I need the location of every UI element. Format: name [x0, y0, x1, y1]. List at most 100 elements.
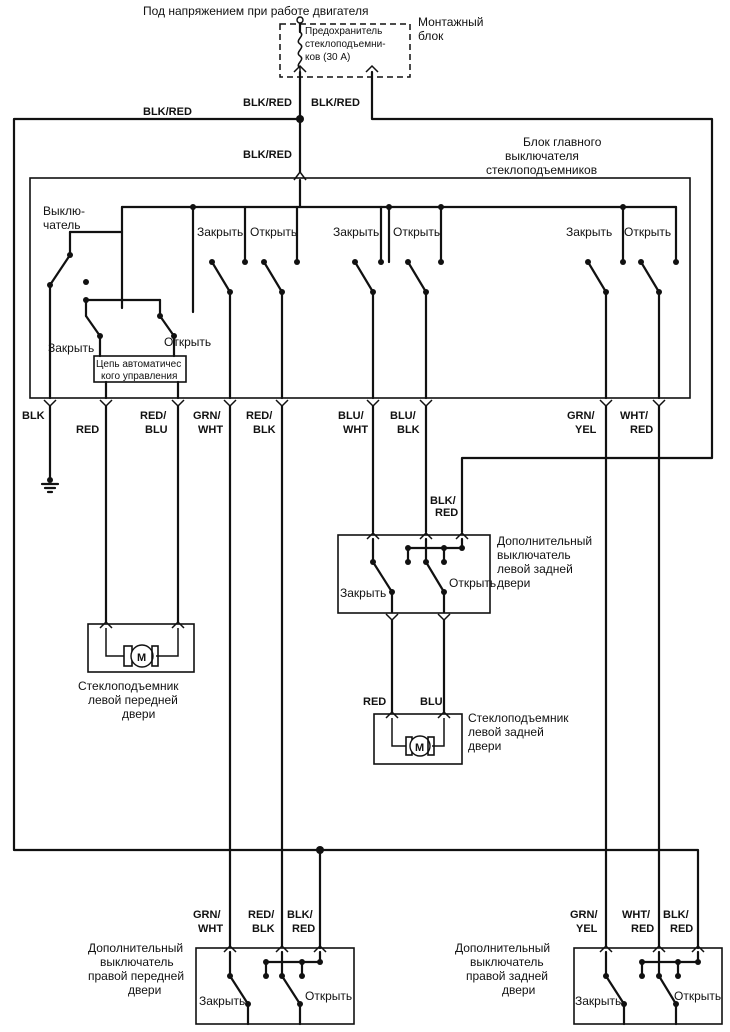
fuse-wire-left: BLK/RED [243, 97, 292, 109]
rl-open-switch-door-icon [423, 537, 447, 614]
fr-switch-input-connectors [223, 944, 327, 953]
rl-motor-label-line1: Стеклоподъемник [468, 711, 569, 725]
rr-close-switch-icon [585, 259, 609, 400]
rl-close-switch-door-icon [370, 537, 395, 614]
output-label-grnyel-1: GRN/ [567, 410, 595, 422]
fr-switch-internal-terminals [263, 959, 323, 979]
output-label-redblu-2: BLU [145, 424, 168, 436]
fuse-box-connector-right [365, 64, 379, 73]
fr-switch-title-line1: Дополнительный [88, 941, 183, 955]
rr-switch-title-line4: двери [502, 983, 535, 997]
main-switch-title-line1: Блок главного [523, 135, 602, 149]
rr-open-switch-door-icon [656, 950, 679, 1026]
fr-close-switch-door-icon [227, 950, 251, 1026]
rl-switch-input-connectors [366, 531, 469, 540]
fr-switch-title-line2: выключатель [100, 955, 174, 969]
rr-switch-input-connectors [599, 944, 705, 953]
rr-wire-label-3a: BLK/ [663, 909, 689, 921]
fuse-box-name-line1: Монтажный [418, 15, 483, 29]
main-switch-lock-label-line2: чатель [43, 218, 81, 232]
rr-wire-label-1a: GRN/ [570, 909, 598, 921]
lock-switch-icon [47, 230, 124, 400]
fr-switch-title-line3: правой передней [88, 969, 184, 983]
driver-close-label: Закрыть [48, 341, 94, 355]
auto-control-circuit-box [93, 355, 187, 383]
fuse-box-outline [279, 23, 411, 78]
rl-close-switch-icon [352, 259, 376, 400]
fr-wire-label-3b: RED [292, 923, 315, 935]
main-switch-title-line2: выключателя [505, 149, 579, 163]
main-switch-lock-label-line1: Выклю- [43, 204, 85, 218]
output-label-redblu-1: RED/ [140, 410, 166, 422]
output-label-bluwht-2: WHT [343, 424, 368, 436]
rr-switch-title-line2: выключатель [470, 955, 544, 969]
fr-switch-title-line4: двери [128, 983, 161, 997]
rr-switch-close-label: Закрыть [575, 994, 621, 1008]
output-label-redblk-1: RED/ [246, 410, 272, 422]
fr-switch-internal-bus [264, 950, 322, 978]
rl-motor-internal-wire [391, 718, 445, 747]
rr-close-switch-door-icon [603, 950, 627, 1026]
output-label-whtred-2: RED [630, 424, 653, 436]
fr-open-switch-door-icon [279, 950, 303, 1026]
rl-switch-open-label: Открыть [449, 576, 496, 590]
fr-close-switch-icon [209, 259, 233, 400]
main-switch-title-line3: стеклоподъемников [486, 163, 597, 177]
rl-switch-internal-terminals [405, 545, 465, 565]
rl-switch-title-line3: левой задней [497, 562, 573, 576]
output-label-blublk-1: BLU/ [390, 410, 416, 422]
rl-motor-icon [405, 735, 435, 757]
rr-wire-label-2b: RED [631, 923, 654, 935]
fl-motor-label-line2: левой передней [88, 693, 178, 707]
rl-switch-internal-bus [406, 537, 464, 564]
rl-switch-title-line1: Дополнительный [497, 534, 592, 548]
output-label-whtred-1: WHT/ [620, 410, 648, 422]
main-switch-input-connector [293, 170, 307, 181]
rr-wire-label-1b: YEL [576, 923, 598, 935]
output-label-grnwht-2: WHT [198, 424, 223, 436]
output-label-grnyel-2: YEL [575, 424, 597, 436]
fr-group-close-label: Закрыть [197, 225, 243, 239]
fuse-label-line2: стеклоподъемни- [305, 39, 386, 50]
rl-motor-connectors [385, 710, 451, 719]
auto-control-label-line2: кого управления [101, 371, 177, 382]
fl-motor-label-line1: Стеклоподъемник [78, 679, 179, 693]
rl-motor-label-line2: левой задней [468, 725, 544, 739]
fl-motor-label-line3: двери [122, 707, 155, 721]
rr-switch-title-line3: правой задней [466, 969, 548, 983]
rl-switch-title-line2: выключатель [497, 548, 571, 562]
fr-open-switch-icon [261, 259, 285, 400]
rl-motor-wire-red-label: RED [363, 696, 386, 708]
fr-group-open-label: Открыть [250, 225, 297, 239]
rl-group-open-label: Открыть [393, 225, 440, 239]
rl-open-switch-icon [405, 259, 429, 400]
fuse-label-line3: ков (30 А) [305, 52, 350, 63]
rl-motor-housing [373, 713, 463, 765]
left-bus-label: BLK/RED [143, 106, 192, 118]
rl-motor-symbol: M [415, 742, 424, 754]
fl-motor-symbol: M [137, 652, 146, 664]
fuse-label-line1: Предохранитель [305, 26, 382, 37]
fr-wire-label-1b: WHT [198, 923, 223, 935]
main-switch-block [29, 177, 691, 399]
fl-motor-icon [123, 644, 159, 668]
rr-wire-label-3b: RED [670, 923, 693, 935]
rl-group-close-label: Закрыть [333, 225, 379, 239]
rl-switch-box [337, 534, 491, 614]
driver-open-switch-icon [157, 298, 177, 339]
output-label-grnwht-1: GRN/ [193, 410, 221, 422]
rl-switch-close-label: Закрыть [340, 586, 386, 600]
rr-switch-box [573, 947, 723, 1025]
fl-motor-internal-wire [105, 628, 179, 657]
rr-wire-label-2a: WHT/ [622, 909, 650, 921]
main-feed-label: BLK/RED [243, 149, 292, 161]
bus-drops [120, 205, 678, 314]
output-label-blk: BLK [22, 410, 45, 422]
rear-left-feed-label-2: RED [435, 507, 458, 519]
rear-left-feed-label-1: BLK/ [430, 495, 456, 507]
driver-switch-dot [83, 279, 89, 285]
rr-switch-internal-terminals [639, 959, 701, 979]
output-label-redblk-2: BLK [253, 424, 276, 436]
rr-group-open-label: Открыть [624, 225, 671, 239]
